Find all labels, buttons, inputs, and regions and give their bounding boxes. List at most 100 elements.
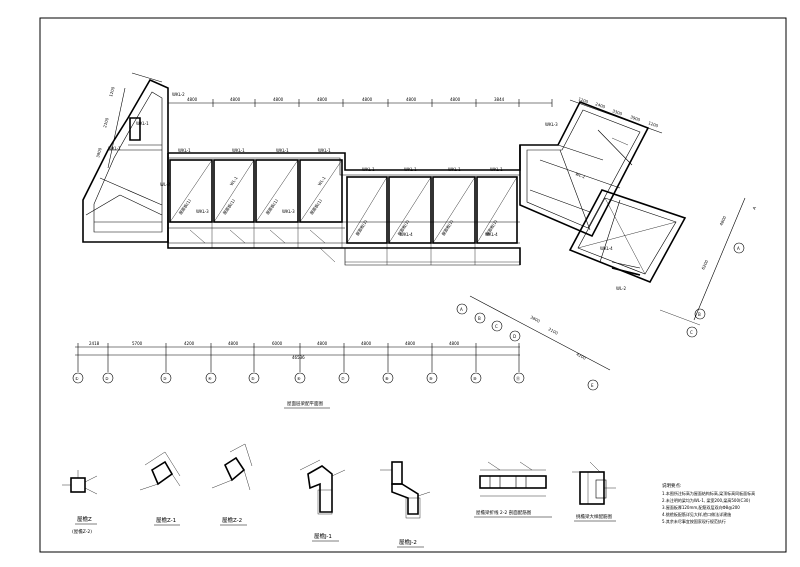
top-dim-7: 4800	[450, 97, 461, 102]
axis-2: ②	[105, 376, 109, 381]
bottom-dim-7: 4800	[361, 341, 372, 346]
slab-label-4: 屋面板(1)	[308, 197, 323, 215]
right-beam-label-3: WKL-4	[600, 246, 613, 251]
left-wing-outline	[82, 78, 169, 243]
left-wing-dim-2: 2100	[102, 117, 110, 129]
drawing-frame	[39, 17, 787, 553]
detail-section-22: 屋檐梁折线 2-2 剖面配筋图	[474, 461, 552, 518]
slope-dim-2: 2100	[548, 326, 560, 335]
right-wing-upper	[519, 100, 650, 238]
note-line-4: 4.挑檐板配筋详见大样,檐口做法详建施	[662, 511, 731, 517]
detail-1-sub: (屋檐Z-2)	[72, 528, 92, 535]
left-stair-label: WKL-1	[136, 121, 149, 126]
right-axis-bubble-a	[733, 242, 745, 254]
beam-label-1: WKL-1	[178, 148, 191, 153]
beam-label-7: WKL-1	[448, 167, 461, 172]
slope-axis-c: C	[495, 324, 498, 329]
right-top-dim-5: 1200	[648, 120, 660, 128]
bottom-dim-2: 5700	[132, 341, 143, 346]
beam-label-4: WKL-1	[318, 148, 331, 153]
top-dim-1: 4800	[187, 97, 198, 102]
note-line-3: 3.屋面板厚120mm,配筋双层双向Φ8@200	[662, 504, 740, 510]
corridor-cells	[189, 222, 476, 265]
right-wing-lower	[568, 189, 687, 284]
slope-dim-3: 4200	[576, 351, 588, 360]
detail-4-label: 屋檐J-1	[314, 532, 332, 540]
bottom-dim-ticks	[77, 343, 520, 372]
slope-axis-e: E	[591, 383, 594, 388]
right-axis-bubble-b	[694, 308, 706, 320]
axis-9: ⑨	[429, 376, 433, 381]
top-dim-ticks	[167, 99, 553, 107]
right-side-dim-2: 6200	[700, 259, 709, 271]
slab-label-1: 屋面板(1)	[177, 197, 192, 215]
top-dim-3: 4800	[273, 97, 284, 102]
bottom-dim-6: 4800	[317, 341, 328, 346]
detail-z2: 屋檐Z-2	[211, 443, 253, 526]
main-top-wall	[168, 145, 521, 171]
slab-diagonals	[169, 159, 518, 244]
note-line-2: 2.未注明的梁均为WL-1, 梁宽200,梁高500(C30)	[662, 497, 750, 503]
top-dim-6: 4800	[406, 97, 417, 102]
right-corner-label: A	[751, 206, 757, 211]
beam-label-12: WKL-4	[485, 232, 498, 237]
beam-label-3: WKL-1	[276, 148, 289, 153]
right-axis-bubble-c	[686, 326, 698, 338]
top-dim-2: 4800	[230, 97, 241, 102]
beam-label-10: WKL-3	[282, 209, 295, 214]
slope-axis-bubbles	[456, 295, 611, 391]
slab-label-2: 屋面板(1)	[221, 197, 236, 215]
top-dim-8: 3844	[494, 97, 505, 102]
detail-6-label: 屋檐梁折线 2-2 剖面配筋图	[476, 509, 532, 516]
right-axis-b: B	[698, 312, 701, 317]
detail-column: 屋檐Z (屋檐Z-2)	[62, 470, 98, 535]
bottom-dim-1: 2418	[89, 341, 100, 346]
right-top-dim-1: 1200	[578, 96, 590, 104]
right-beam-label-4: WL-2	[616, 286, 627, 291]
slope-axis-d: D	[513, 334, 516, 339]
slab-label-3: 屋面板(1)	[264, 197, 279, 215]
roof-plan: 4800 4800 4800 4800 4800 4800 4800 3844 …	[72, 72, 757, 409]
slope-axis-b: B	[478, 316, 481, 321]
right-axis-c: C	[690, 330, 693, 335]
right-side-dim-1: 4800	[718, 215, 727, 227]
slope-axis-a: A	[460, 307, 463, 312]
axis-5: ⑤	[251, 376, 255, 381]
bottom-axis-bubbles	[72, 372, 525, 384]
beam-label-11: WKL-4	[400, 232, 413, 237]
right-beam-label-2: WL-2	[575, 171, 587, 179]
bay-walls	[169, 159, 518, 244]
bottom-dim-8: 4800	[405, 341, 416, 346]
beam-label-13: WL-1	[229, 175, 239, 187]
axis-6: ⑥	[297, 376, 301, 381]
axis-3: ③	[163, 376, 167, 381]
right-top-dim-4: 3900	[630, 114, 642, 122]
entrance-canopy	[320, 247, 521, 266]
left-beam-label: WKL-1	[108, 146, 121, 151]
axis-7: ⑦	[341, 376, 345, 381]
detail-3-label: 屋檐Z-2	[222, 516, 242, 524]
left-wing-beam-label: WKL-2	[172, 92, 185, 97]
top-dim-4: 4800	[317, 97, 328, 102]
detail-5-label: 屋檐J-2	[399, 538, 417, 546]
detail-7-label: 挑檐梁大样配筋图	[576, 513, 612, 520]
right-top-dim-3: 3300	[612, 108, 624, 116]
notes-heading: 说明要点:	[662, 482, 682, 489]
right-axis-a: A	[737, 246, 740, 251]
left-beam-label-2: WL-2	[160, 182, 171, 187]
bottom-dim-9: 4800	[449, 341, 460, 346]
axis-8: ⑧	[385, 376, 389, 381]
bottom-dim-3: 4200	[184, 341, 195, 346]
axis-4: ④	[208, 376, 212, 381]
beam-label-9: WKL-3	[196, 209, 209, 214]
left-wing-dim-3: 3900	[95, 147, 103, 159]
detail-z1: 屋檐Z-1	[139, 451, 181, 526]
right-beam-label-1: WKL-3	[545, 122, 558, 127]
bottom-dim-4: 4800	[228, 341, 239, 346]
left-wing-dim-line	[107, 87, 126, 169]
beam-label-6: WKL-1	[404, 167, 417, 172]
detail-cantilever: 挑檐梁大样配筋图	[572, 461, 616, 522]
plan-title: 屋面层梁配平面图	[287, 400, 323, 407]
slab-label-5: 屋面板(2)	[354, 218, 369, 237]
